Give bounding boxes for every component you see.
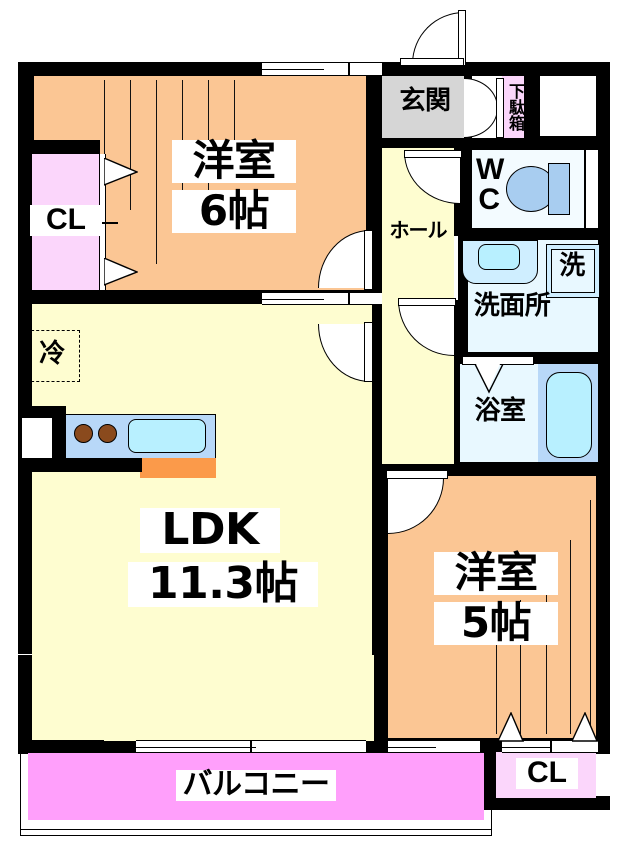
floor-hairline <box>156 80 158 264</box>
label-getabako: 下駄箱 <box>506 83 525 131</box>
room-bedroom-6jo-extra <box>34 76 104 140</box>
label-bedroom-5jo-name: 洋室 <box>434 551 558 595</box>
wall-wc-left <box>462 144 472 236</box>
floor-hairline <box>496 610 498 734</box>
wall-left-upper <box>18 62 34 152</box>
label-closet-left: CL <box>30 204 102 236</box>
wall-kitchen-left-pier <box>52 410 66 462</box>
floor-hairline <box>520 600 522 734</box>
wall-senmenjo-left <box>458 236 468 358</box>
wall-wc-bottom <box>458 228 610 240</box>
label-hall: ホール <box>389 218 448 242</box>
door-bedroom6-leaf[interactable] <box>364 230 373 290</box>
room-meter-box-border <box>540 76 596 136</box>
label-bathroom: 浴室 <box>474 396 526 426</box>
balcony-rail-outline <box>20 746 492 836</box>
label-senmenjo: 洗面所 <box>473 291 551 321</box>
floor-hairline <box>104 80 106 180</box>
label-ldk-name: LDK <box>140 507 280 553</box>
kitchen-sink <box>128 419 206 453</box>
door-entrance-threshold <box>400 58 464 66</box>
label-bedroom-6jo-size: 6帖 <box>172 189 296 233</box>
wall-genkan-bottom <box>382 136 610 150</box>
fridge-space <box>26 330 80 382</box>
door-entrance[interactable] <box>412 12 464 64</box>
label-bedroom-6jo-name: 洋室 <box>172 139 296 183</box>
label-ldk-size: 11.3帖 <box>128 561 318 607</box>
label-balcony: バルコニー <box>176 769 336 801</box>
label-fridge: 冷 <box>39 339 65 369</box>
floor-hairline <box>570 540 572 734</box>
kitchen-side-gap <box>22 418 52 458</box>
door-genkan-inner-leaf[interactable] <box>496 78 504 138</box>
window-bedroom6-bottom-mullion <box>348 292 350 305</box>
label-wc-c: C <box>478 183 500 216</box>
wc-right-gap <box>586 150 598 228</box>
vanity-basin <box>478 244 520 270</box>
bathtub <box>546 372 592 458</box>
stove-burner-right <box>98 424 117 443</box>
wall-mb-left <box>530 62 540 148</box>
wall-left-closet-bottom <box>18 290 118 304</box>
window-bedroom6-top <box>262 62 382 76</box>
label-washer: 洗 <box>559 251 585 281</box>
window-bedroom5-br-mullion <box>550 740 552 753</box>
wall-hall-right-lower <box>452 300 462 358</box>
closet-right-fold-2 <box>572 712 598 742</box>
floor-hairline <box>234 80 236 166</box>
wall-ldk-bedroom5-divider <box>372 462 388 752</box>
wall-balcony-sep <box>480 738 496 810</box>
wall-left-closet-top <box>18 140 118 154</box>
toilet-bowl <box>506 166 556 212</box>
window-ldk-balcony-mullion <box>250 740 252 753</box>
floor-hairline <box>208 80 210 192</box>
closet-left-fold-upper <box>104 158 138 186</box>
floor-hairline <box>130 80 132 210</box>
floor-hairline <box>546 570 548 734</box>
wall-kitchen-top <box>18 406 66 418</box>
toilet-tank <box>548 163 570 215</box>
wall-right <box>596 62 610 754</box>
room-meter-box <box>540 76 596 136</box>
room-getabako <box>500 76 524 138</box>
label-wc-w: W <box>476 153 504 186</box>
room-genkan <box>382 76 464 138</box>
window-bedroom5-balcony <box>388 740 480 753</box>
window-bedroom6-top-mullion <box>348 62 350 76</box>
label-closet-right: CL <box>516 757 578 789</box>
door-ldk-leaf[interactable] <box>364 322 373 382</box>
floor-hairline <box>590 500 592 734</box>
door-senmenjo-leaf[interactable] <box>398 298 456 306</box>
closet-left-fold-lower <box>104 258 138 286</box>
door-bathroom-fold-lines <box>474 364 504 394</box>
closet-right-fold-1 <box>498 712 524 742</box>
room-ldk-notch-cover <box>104 655 374 741</box>
wall-left-closet-left <box>18 140 32 302</box>
wall-kitchen-under <box>18 458 142 472</box>
door-bedroom5-leaf[interactable] <box>386 470 448 479</box>
closet-left-center-mark <box>96 222 118 224</box>
wall-bath-left <box>450 358 460 474</box>
kitchen-counter-accent <box>140 458 216 478</box>
label-genkan: 玄関 <box>399 86 451 116</box>
label-bedroom-5jo-size: 5帖 <box>434 601 558 645</box>
wall-closet-right-bottom <box>488 796 610 810</box>
stove-burner-left <box>74 424 93 443</box>
window-bedroom6-bottom <box>262 292 382 305</box>
washing-machine-pan-inner <box>551 249 595 293</box>
door-wc-leaf[interactable] <box>404 150 462 158</box>
room-bedroom-6jo <box>100 76 366 290</box>
